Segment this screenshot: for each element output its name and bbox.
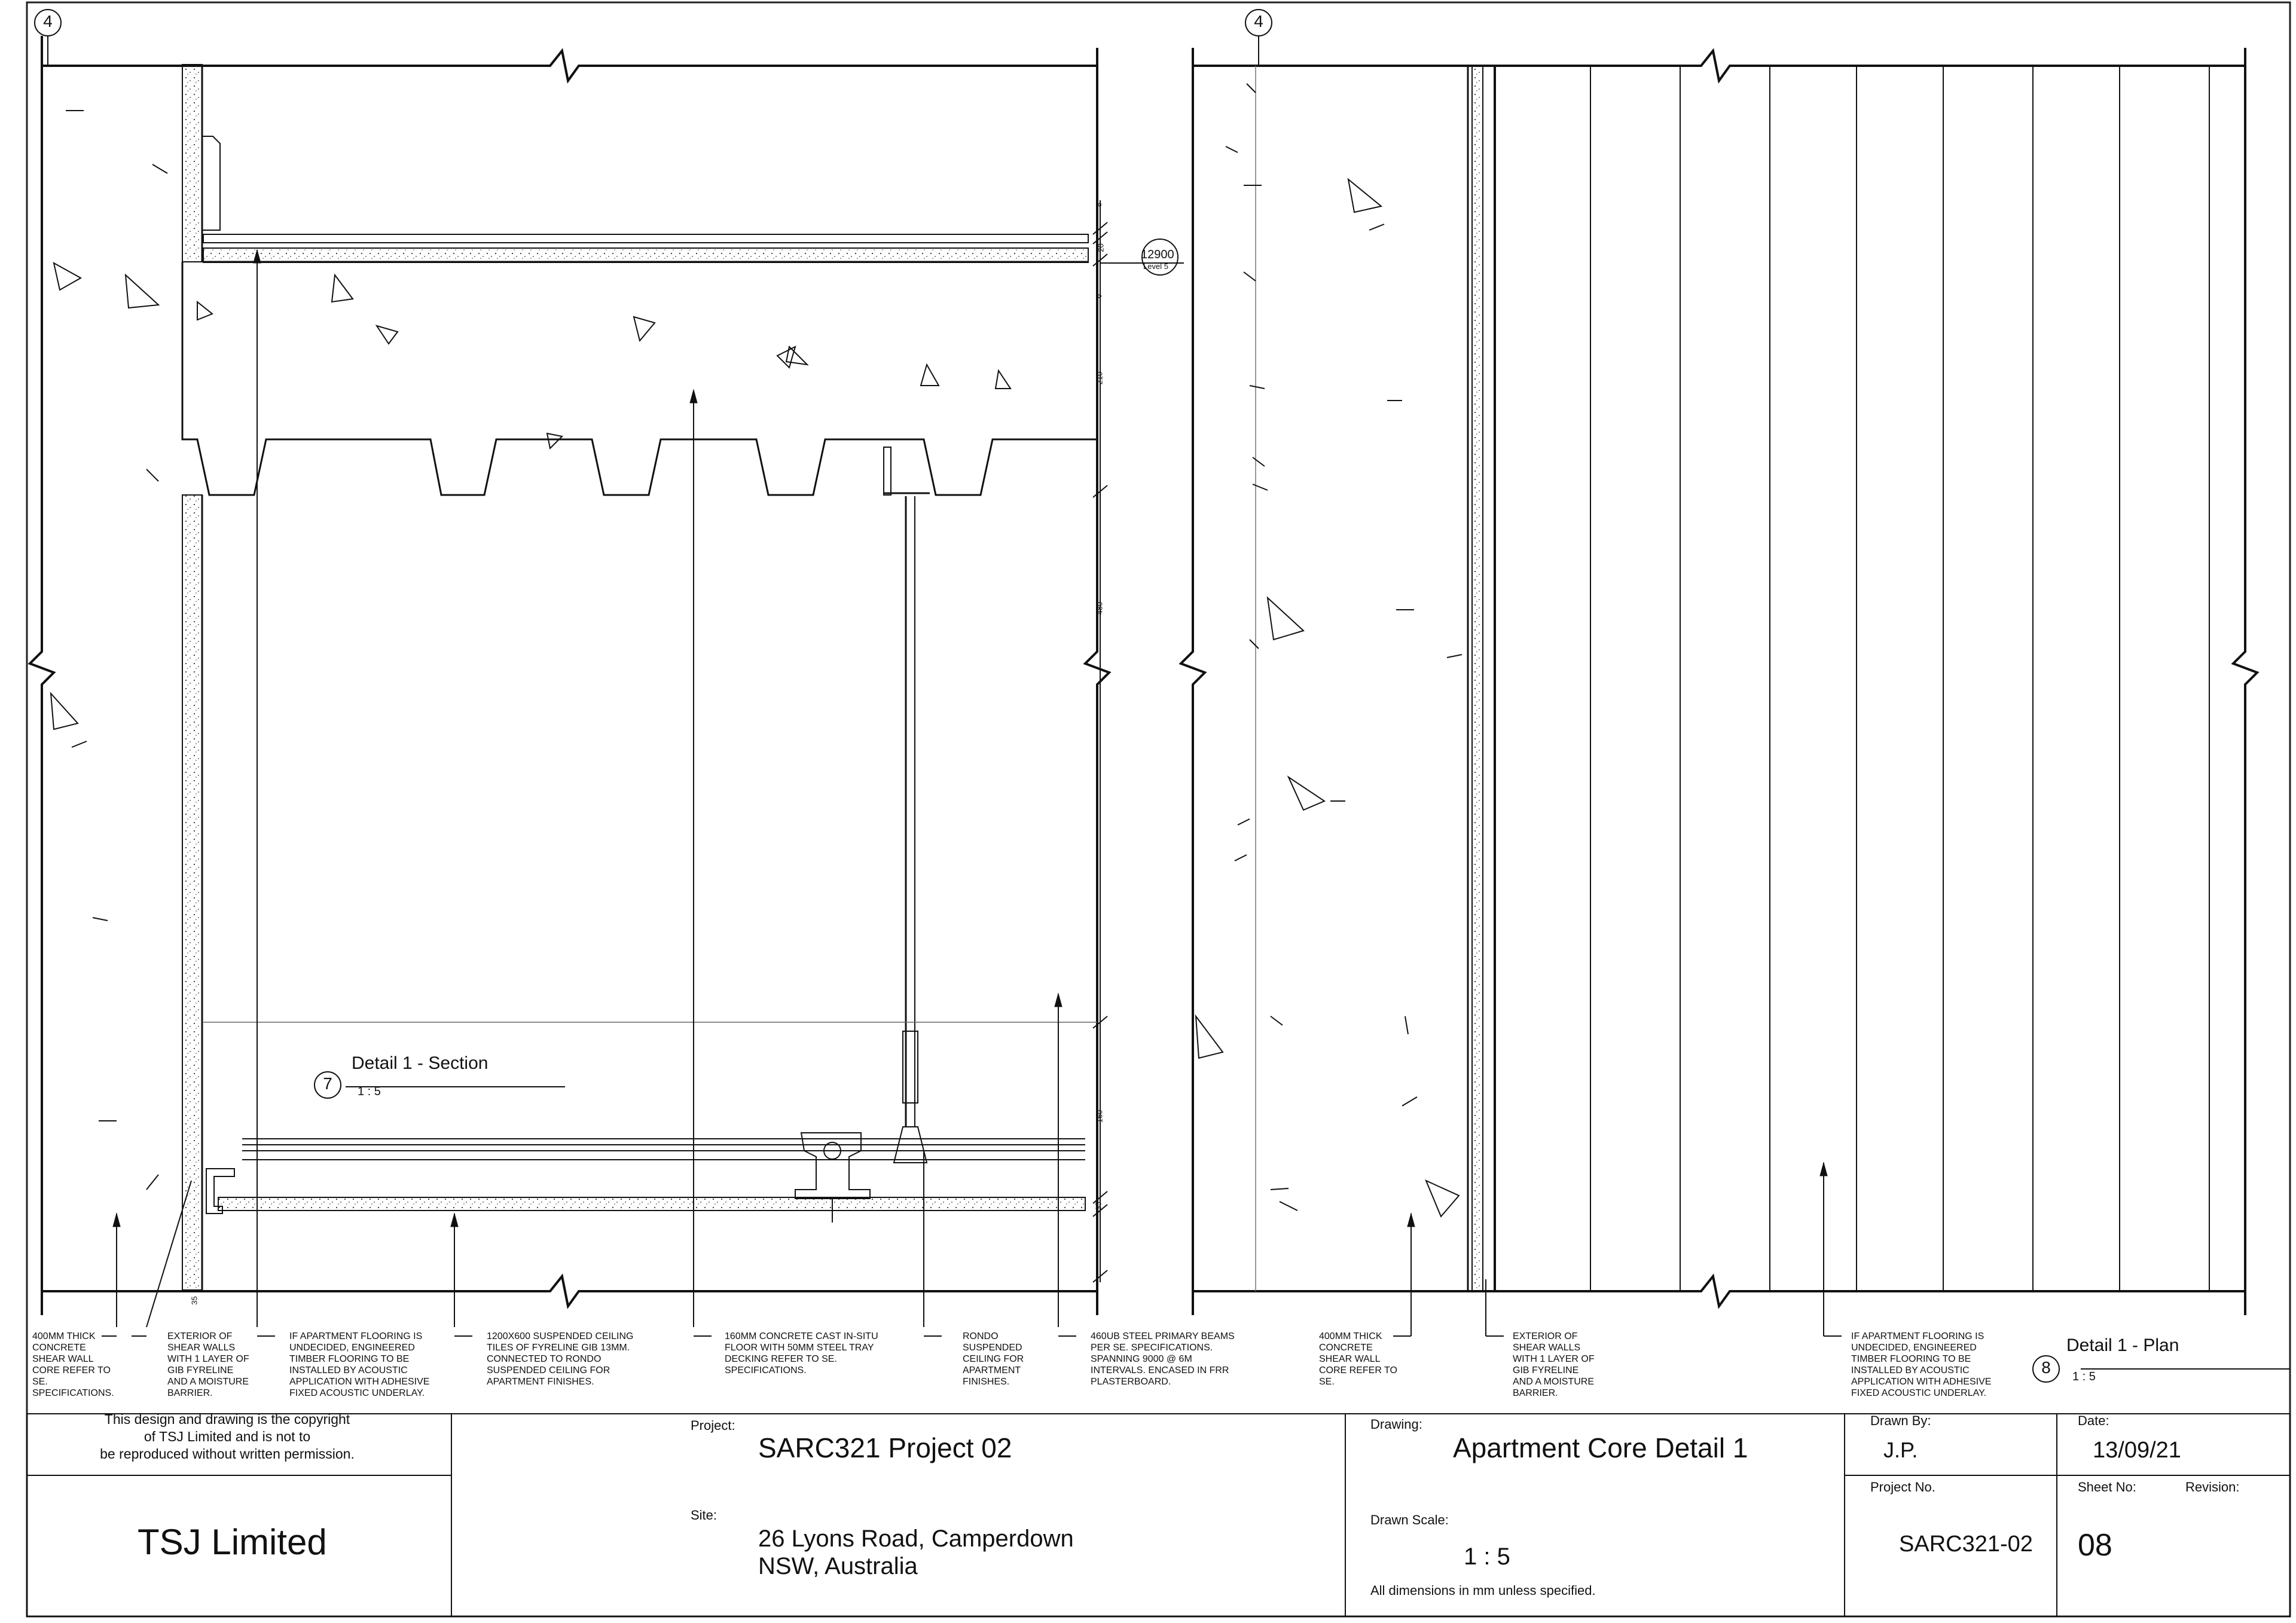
- dimension-label: 35: [1094, 1202, 1103, 1211]
- note-flooring: IF APARTMENT FLOORING IS UNDECIDED, ENGI…: [289, 1331, 430, 1398]
- sheet-no: 08: [2078, 1528, 2112, 1563]
- project-no-label: Project No.: [1870, 1480, 1935, 1494]
- section-detail-scale: 1 : 5: [358, 1085, 381, 1098]
- plan-detail-title: Detail 1 - Plan: [2066, 1335, 2179, 1355]
- copyright-notice: This design and drawing is the copyright…: [100, 1411, 355, 1462]
- scale-label: Drawn Scale:: [1370, 1512, 1449, 1527]
- dimensions-note: All dimensions in mm unless specified.: [1370, 1583, 1596, 1598]
- project-no: SARC321-02: [1899, 1532, 2033, 1557]
- grid-bubble-right: [1245, 9, 1272, 36]
- plan-note-shear-wall: 400MM THICK CONCRETE SHEAR WALL CORE REF…: [1319, 1331, 1397, 1387]
- dimension-label: 35: [190, 1296, 199, 1305]
- site-line-2: NSW, Australia: [758, 1553, 918, 1579]
- note-rondo-ceiling: RONDO SUSPENDED CEILING FOR APARTMENT FI…: [963, 1331, 1024, 1387]
- plan-view: [1178, 9, 2290, 1383]
- dimension-label: 210: [1095, 371, 1104, 385]
- title-block-frame: [26, 1413, 2291, 1617]
- plan-detail-scale: 1 : 5: [2072, 1370, 2096, 1383]
- drawing-name: Apartment Core Detail 1: [1453, 1432, 1748, 1463]
- drawn-scale: 1 : 5: [1464, 1543, 1510, 1570]
- plan-note-flooring: IF APARTMENT FLOORING IS UNDECIDED, ENGI…: [1851, 1331, 1992, 1398]
- plan-detail-number: 8: [2041, 1358, 2051, 1377]
- note-shear-wall: 400MM THICK CONCRETE SHEAR WALL CORE REF…: [32, 1331, 114, 1398]
- dimension-label: 160: [1095, 1109, 1104, 1123]
- note-concrete-floor: 160MM CONCRETE CAST IN-SITU FLOOR WITH 5…: [725, 1331, 878, 1376]
- note-shear-wall-exterior: EXTERIOR OF SHEAR WALLS WITH 1 LAYER OF …: [167, 1331, 249, 1398]
- drawn-by: J.P.: [1883, 1438, 1918, 1462]
- grid-bubble-left: [34, 9, 62, 36]
- date-label: Date:: [2078, 1413, 2109, 1428]
- grid-bubble-left-label: 4: [43, 12, 53, 30]
- dimension-label: 8: [1094, 202, 1104, 207]
- revision-label: Revision:: [2185, 1480, 2240, 1494]
- date: 13/09/21: [2093, 1438, 2181, 1463]
- note-steel-beams: 460UB STEEL PRIMARY BEAMS PER SE. SPECIF…: [1091, 1331, 1235, 1387]
- drawing-label: Drawing:: [1370, 1417, 1422, 1432]
- dimension-label: 480: [1095, 601, 1104, 615]
- section-view: [28, 9, 1184, 1328]
- grid-bubble-right-label: 4: [1254, 12, 1263, 30]
- section-detail-title: Detail 1 - Section: [352, 1053, 488, 1073]
- site-label: Site:: [691, 1508, 718, 1523]
- note-ceiling-tiles: 1200x600 SUSPENDED CEILING TILES OF FYRE…: [487, 1331, 634, 1387]
- dimension-label: 6: [1094, 294, 1104, 299]
- site-line-1: 26 Lyons Road, Camperdown: [758, 1526, 1074, 1552]
- drawn-by-label: Drawn By:: [1870, 1413, 1931, 1428]
- project-name: SARC321 Project 02: [758, 1432, 1012, 1463]
- level-marker-name: Level 5: [1143, 262, 1168, 271]
- plan-note-shear-wall-exterior: EXTERIOR OF SHEAR WALLS WITH 1 LAYER OF …: [1513, 1331, 1595, 1398]
- level-marker-rl: 12900: [1141, 248, 1174, 261]
- company-name: TSJ Limited: [138, 1522, 327, 1562]
- dimension-label: 20: [1096, 243, 1106, 252]
- section-detail-number: 7: [323, 1074, 332, 1093]
- sheet-no-label: Sheet No:: [2078, 1480, 2136, 1494]
- project-label: Project:: [691, 1418, 735, 1433]
